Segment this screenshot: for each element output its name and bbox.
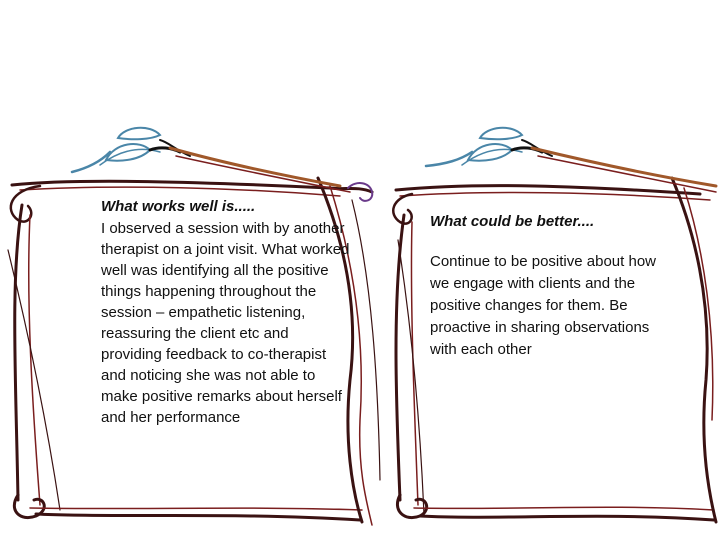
scroll-frame-icon bbox=[7, 176, 381, 526]
note-right: What could be better.... Continue to be … bbox=[430, 211, 660, 361]
note-left: What works well is..... I observed a ses… bbox=[101, 196, 353, 428]
note-right-heading: What could be better.... bbox=[430, 213, 595, 230]
quill-pen-icon bbox=[70, 126, 351, 193]
note-left-heading: What works well is..... bbox=[101, 198, 256, 215]
quill-pen-icon bbox=[424, 126, 718, 193]
note-left-body: I observed a session with by another the… bbox=[101, 220, 350, 426]
scroll-frame-icon bbox=[392, 176, 718, 524]
note-right-body: Continue to be positive about how we eng… bbox=[430, 253, 656, 358]
